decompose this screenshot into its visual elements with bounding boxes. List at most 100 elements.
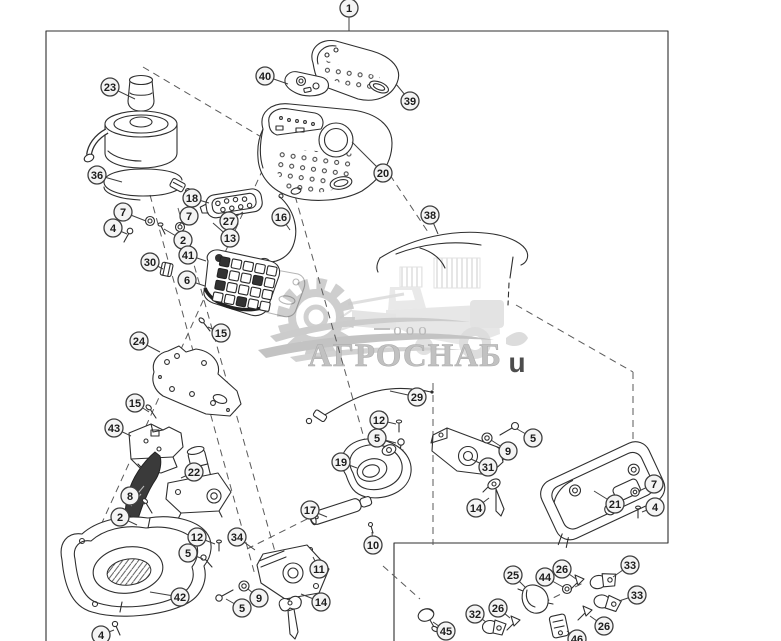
screw-part-2-left [157, 222, 166, 235]
balloon-39: 39 [395, 83, 420, 111]
svg-text:27: 27 [223, 216, 235, 228]
screw-part-12-lower [216, 539, 222, 552]
balloon-5: 5 [225, 598, 252, 618]
screw-part-12-upper [395, 419, 403, 433]
bracket-plate-part-40 [284, 71, 330, 97]
bolt-part-5-right [499, 421, 520, 436]
balloon-23: 23 [100, 77, 136, 100]
balloon-21: 21 [593, 490, 625, 514]
balloon-32: 32 [465, 604, 487, 624]
svg-text:7: 7 [120, 207, 126, 219]
solenoid-part-22 [165, 445, 232, 520]
svg-text:17: 17 [304, 505, 316, 517]
balloon-20: 20 [351, 141, 393, 183]
svg-text:19: 19 [335, 457, 347, 469]
washer-part-44 [561, 583, 573, 595]
balloon-27: 27 [219, 211, 244, 231]
balloon-46: 46 [566, 629, 587, 641]
fender-panel-part-38 [376, 231, 529, 306]
keypad-ghost [231, 261, 306, 318]
svg-text:4: 4 [652, 502, 659, 514]
svg-text:40: 40 [259, 71, 271, 83]
svg-text:22: 22 [188, 467, 200, 479]
pin-part-10 [367, 521, 374, 534]
svg-text:33: 33 [624, 560, 636, 572]
svg-text:8: 8 [127, 491, 133, 503]
balloon-43: 43 [104, 418, 132, 438]
balloon-40: 40 [255, 66, 289, 86]
balloon-33: 33 [618, 585, 647, 605]
balloon-38: 38 [420, 205, 440, 235]
clamp-part-25 [517, 584, 554, 614]
svg-text:21: 21 [609, 499, 621, 511]
svg-text:29: 29 [411, 392, 423, 404]
keypad-part-41 [203, 249, 306, 318]
balloon-1: 1 [339, 0, 359, 31]
balloon-24: 24 [129, 331, 161, 353]
boot-part-19 [341, 438, 412, 499]
svg-text:6: 6 [184, 275, 190, 287]
balloon-22: 22 [180, 462, 204, 482]
svg-text:12: 12 [373, 415, 385, 427]
balloon-10: 10 [363, 531, 383, 555]
console-panel-part-20 [257, 103, 393, 201]
switch-pad-part-18 [199, 188, 263, 219]
clamp-part-32 [481, 619, 507, 636]
svg-text:26: 26 [556, 564, 568, 576]
balloon-25: 25 [503, 565, 527, 589]
balloon-14: 14 [300, 592, 331, 612]
balloon-4: 4 [103, 218, 128, 238]
balloon-18: 18 [182, 188, 210, 208]
svg-text:20: 20 [377, 168, 389, 180]
bracket-part-46 [548, 613, 570, 639]
washer-part-9-upper [481, 432, 493, 444]
svg-text:23: 23 [104, 82, 116, 94]
balloon-42: 42 [149, 587, 190, 607]
screw-part-26-b [506, 615, 521, 631]
balloon-2: 2 [110, 507, 138, 527]
balloon-9: 9 [490, 439, 518, 461]
watermark-letter: u [508, 347, 525, 378]
washer-part-9-lower [238, 580, 250, 592]
svg-text:30: 30 [144, 257, 156, 269]
balloon-15: 15 [125, 393, 150, 413]
balloon-9: 9 [247, 588, 269, 608]
balloon-34: 34 [227, 527, 256, 551]
balloon-14: 14 [466, 497, 490, 518]
svg-text:5: 5 [239, 603, 245, 615]
svg-text:38: 38 [424, 210, 436, 222]
clip-part-30 [159, 261, 174, 278]
balloon-36: 36 [87, 165, 123, 185]
svg-text:18: 18 [186, 193, 198, 205]
balloon-26: 26 [488, 598, 511, 619]
svg-text:9: 9 [505, 446, 511, 458]
clamp-part-36 [103, 168, 192, 201]
svg-text:33: 33 [631, 590, 643, 602]
balloon-16: 16 [271, 207, 291, 231]
balloon-33: 33 [612, 555, 640, 578]
bolt-part-5-lower [215, 589, 234, 602]
svg-text:15: 15 [129, 398, 141, 410]
balloon-19: 19 [331, 452, 358, 472]
screw-part-15-lower [145, 404, 157, 419]
balloon-7: 7 [177, 206, 199, 227]
balloon-13: 13 [212, 222, 240, 248]
svg-text:26: 26 [492, 603, 504, 615]
svg-text:10: 10 [367, 540, 379, 552]
svg-text:12: 12 [191, 532, 203, 544]
svg-text:36: 36 [91, 170, 103, 182]
svg-text:41: 41 [182, 250, 194, 262]
svg-text:2: 2 [180, 235, 186, 247]
svg-text:5: 5 [530, 433, 536, 445]
balloon-4: 4 [641, 497, 665, 517]
svg-text:45: 45 [440, 626, 452, 638]
svg-text:5: 5 [185, 548, 191, 560]
balloon-30: 30 [140, 252, 164, 272]
svg-text:4: 4 [110, 223, 117, 235]
svg-text:25: 25 [507, 570, 519, 582]
svg-text:42: 42 [174, 592, 186, 604]
balloon-12: 12 [369, 410, 397, 430]
